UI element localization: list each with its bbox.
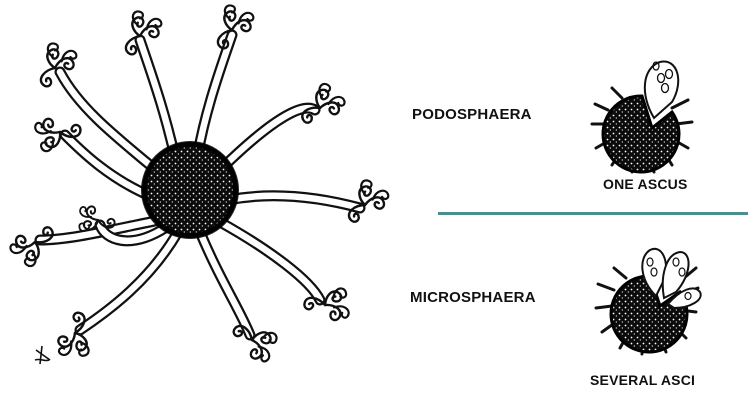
microsphaera-diagram (596, 249, 701, 354)
caption-several-asci: SEVERAL ASCI (590, 372, 695, 388)
label-microsphaera: MICROSPHAERA (410, 289, 536, 306)
caption-one-ascus: ONE ASCUS (603, 176, 688, 192)
podosphaera-diagram (592, 62, 692, 172)
artist-signature (35, 346, 50, 364)
label-podosphaera: PODOSPHAERA (412, 106, 532, 123)
section-divider (438, 212, 748, 215)
